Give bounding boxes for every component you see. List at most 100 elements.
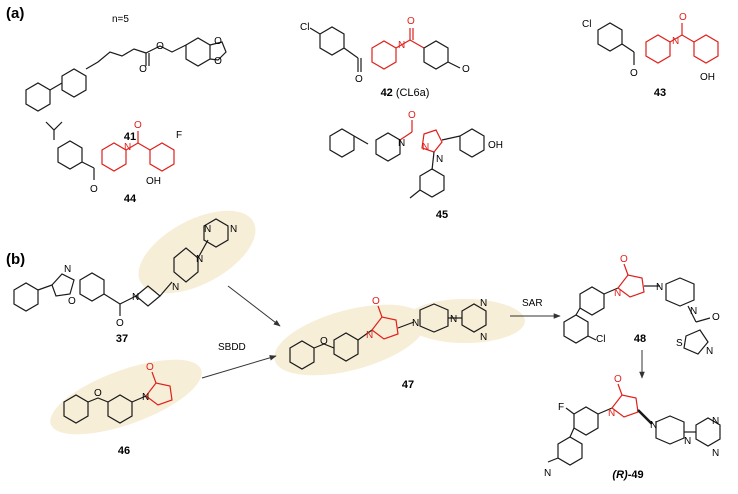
- compound-48-id: 48: [634, 333, 646, 345]
- compound-49: [547, 383, 721, 466]
- atom-label: Cl: [582, 19, 591, 30]
- atom-label: N: [480, 332, 487, 343]
- atom-label: N: [204, 224, 211, 235]
- atom-label: O: [214, 36, 222, 47]
- atom-label: N: [608, 408, 615, 419]
- compound-49-number: -49: [628, 469, 644, 481]
- panel-b-label: (b): [6, 251, 25, 268]
- atom-label: N: [230, 224, 237, 235]
- compound-45-atoms: N O N N OH: [398, 110, 503, 165]
- compound-49-atoms: F N O N N N N N: [544, 374, 719, 479]
- compound-43-atoms: Cl N O O OH: [582, 12, 715, 83]
- arrow-46-to-47: [201, 355, 277, 379]
- halo-37-pyrimidinylpiperazine: [138, 210, 256, 294]
- atom-label: OH: [488, 140, 503, 151]
- compound-42-number: 42: [381, 87, 393, 99]
- compound-37-id: 37: [116, 333, 128, 345]
- atom-label: O: [408, 110, 416, 121]
- atom-label: O: [320, 336, 328, 347]
- halo-46-pyrrolidinone: [50, 359, 202, 435]
- compound-41-id: 41: [124, 131, 136, 143]
- atom-label: N: [124, 142, 131, 153]
- atom-label: N: [366, 330, 373, 341]
- compound-41: [25, 37, 227, 112]
- atom-label: O: [712, 312, 720, 323]
- atom-label: N: [712, 448, 719, 459]
- compound-43: [597, 22, 719, 65]
- atom-label: O: [146, 362, 154, 373]
- atom-label: O: [68, 296, 76, 307]
- atom-label: N: [398, 138, 405, 149]
- atom-label: O: [679, 12, 687, 23]
- atom-label: N: [422, 142, 429, 153]
- atom-label: O: [630, 68, 638, 79]
- atom-label: N: [412, 318, 419, 329]
- atom-label: N: [684, 436, 691, 447]
- atom-label: O: [355, 74, 363, 85]
- atom-label: N: [172, 282, 179, 293]
- atom-label: N: [706, 346, 713, 357]
- atom-label: N: [196, 254, 203, 265]
- atom-label: OH: [146, 176, 161, 187]
- atom-label: N: [650, 420, 657, 431]
- arrow-label-sar: SAR: [522, 298, 543, 309]
- compound-45-id: 45: [436, 209, 448, 221]
- atom-label: O: [462, 64, 470, 75]
- atom-label: N: [672, 36, 679, 47]
- atom-label: N: [544, 468, 551, 479]
- atom-label: O: [134, 120, 142, 131]
- atom-label: N: [398, 40, 405, 51]
- atom-label: O: [214, 56, 222, 67]
- arrow-37-to-47: [227, 285, 281, 327]
- atom-label: F: [558, 402, 564, 413]
- compound-49-stereo: (R): [612, 469, 628, 481]
- compound-49-id: (R)-49: [612, 469, 643, 481]
- atom-label: OH: [700, 72, 715, 83]
- halo-47-left: [274, 304, 426, 376]
- atom-label: Cl: [596, 334, 605, 345]
- atom-label: N: [614, 288, 621, 299]
- atom-label: O: [407, 16, 415, 27]
- compound-46-atoms: O N O: [94, 362, 154, 403]
- reaction-arrows: [201, 285, 645, 379]
- compound-46: [63, 371, 173, 424]
- atom-label: O: [90, 184, 98, 195]
- atom-label: N: [132, 292, 139, 303]
- atom-label: O: [139, 64, 147, 75]
- atom-label: O: [620, 254, 628, 265]
- compound-48: [563, 263, 711, 355]
- compound-46-id: 46: [118, 445, 130, 457]
- atom-label: F: [176, 130, 182, 141]
- compound-48-atoms: N O Cl N N O S N: [596, 254, 720, 357]
- compound-44-atoms: N O O F OH: [90, 120, 182, 195]
- compound-42-atoms: Cl N O O O: [300, 16, 470, 85]
- compound-47-atoms: O N O N N N N: [320, 296, 487, 347]
- compound-44: [45, 121, 175, 180]
- atom-label: N: [450, 314, 457, 325]
- panel-a-label: (a): [6, 5, 24, 22]
- atom-label: O: [94, 388, 102, 399]
- atom-label: O: [116, 318, 124, 329]
- atom-label: O: [614, 374, 622, 385]
- substituent-n-label: n=5: [112, 14, 129, 25]
- compound-41-atoms: O O O O: [139, 36, 222, 75]
- atom-label: S: [676, 338, 683, 349]
- compound-42-alias: (CL6a): [396, 87, 430, 99]
- atom-label: N: [480, 298, 487, 309]
- compound-43-id: 43: [654, 87, 666, 99]
- compound-37-atoms: N O N N N N N O: [64, 224, 237, 329]
- compound-45: [329, 120, 485, 199]
- compound-42: [309, 26, 461, 72]
- atom-label: N: [142, 392, 149, 403]
- atom-label: O: [156, 41, 164, 52]
- halo-47-right: [405, 299, 525, 343]
- compound-47-id: 47: [402, 379, 414, 391]
- atom-label: O: [372, 296, 380, 307]
- atom-label: N: [64, 264, 71, 275]
- atom-label: Cl: [300, 22, 309, 33]
- arrow-label-sbdd: SBDD: [218, 342, 246, 353]
- compound-37: [13, 218, 229, 316]
- atom-label: N: [690, 306, 697, 317]
